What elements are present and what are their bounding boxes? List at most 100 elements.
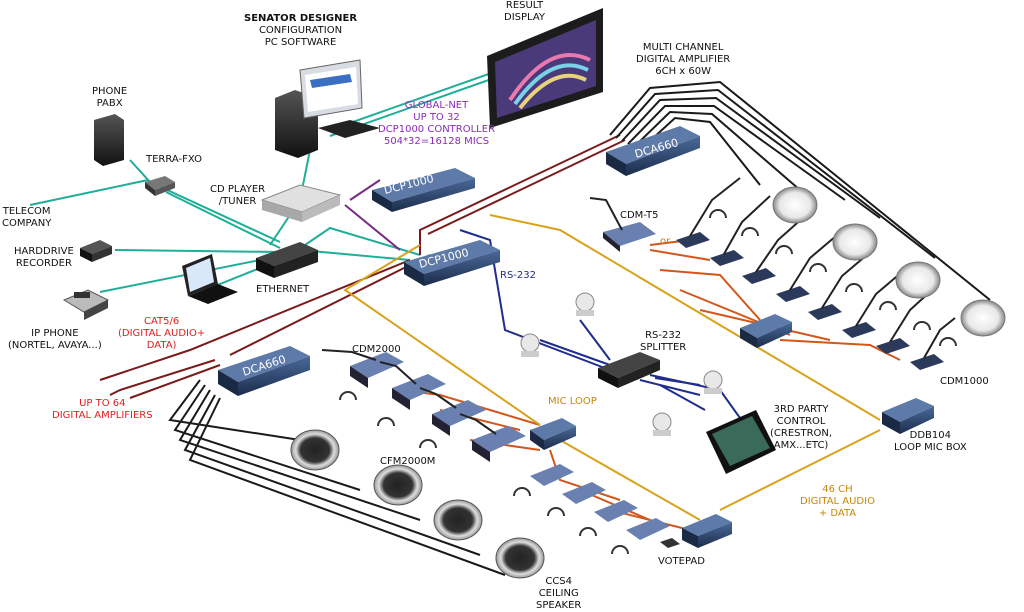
- ip-phone-icon: [62, 289, 110, 320]
- party-line2: CONTROL: [776, 416, 826, 427]
- ceiling-speakers-left: [290, 429, 545, 579]
- upto-line1: UP TO 64: [79, 398, 126, 409]
- splitter-label: RS-232 SPLITTER: [640, 330, 686, 354]
- bottom-junction-box: [682, 514, 732, 548]
- cdm2000-label: CDM2000: [352, 344, 401, 355]
- dca660-top-unit: DCA660: [606, 126, 700, 176]
- laptop-icon: [182, 254, 238, 304]
- cat-line1: CAT5/6: [143, 316, 180, 327]
- ceiling-speakers-right: [772, 186, 1006, 337]
- or-label: or: [660, 236, 671, 247]
- headphones-left: [339, 391, 629, 555]
- telecom-line1: TELECOM: [2, 206, 51, 217]
- cdm1000-label: CDM1000: [940, 376, 989, 387]
- cat-label: CAT5/6 (DIGITAL AUDIO+ DATA): [118, 316, 205, 352]
- votepad-label: VOTEPAD: [658, 556, 705, 567]
- ddb104-icon: [882, 398, 934, 434]
- cdm-t5-label: CDM-T5: [620, 210, 659, 221]
- terra-fxo-label: TERRA-FXO: [146, 154, 202, 165]
- ccs4-label: CCS4 CEILING SPEAKER: [536, 576, 581, 612]
- up-to-64-label: UP TO 64 DIGITAL AMPLIFIERS: [52, 398, 153, 422]
- global-line1: GLOBAL-NET: [404, 100, 469, 111]
- senator-label: SENATOR DESIGNER CONFIGURATION PC SOFTWA…: [244, 13, 357, 49]
- amplifier-label: MULTI CHANNEL DIGITAL AMPLIFIER 6CH x 60…: [636, 42, 730, 78]
- ch46-line3: + DATA: [818, 508, 857, 519]
- party-line1: 3RD PARTY: [773, 404, 829, 415]
- result-display-icon: [487, 8, 603, 128]
- control-tablet-icon: [706, 410, 776, 474]
- cd-line1: CD PLAYER: [210, 184, 266, 195]
- ddb-line1: DDB104: [909, 430, 952, 441]
- result-line2: DISPLAY: [504, 12, 546, 23]
- ccs-line2: CEILING: [538, 588, 579, 599]
- result-line1: RESULT: [505, 0, 544, 11]
- rs232-splitter-icon: [598, 352, 660, 388]
- splitter-line2: SPLITTER: [640, 342, 687, 353]
- rs232-label: RS-232: [500, 270, 536, 281]
- terra-fxo-icon: [145, 176, 175, 196]
- upto-line2: DIGITAL AMPLIFIERS: [52, 410, 153, 421]
- cd-player-label: CD PLAYER /TUNER: [210, 184, 265, 208]
- camera-icon-1: [575, 292, 595, 316]
- ip-phone-label: IP PHONE (NORTEL, AVAYA...): [8, 328, 102, 352]
- gooseneck-mics-left: [321, 349, 497, 435]
- result-display-label: RESULT DISPLAY: [504, 0, 545, 24]
- harddrive-label: HARDDRIVE RECORDER: [14, 246, 74, 270]
- black-speaker-cables: [168, 80, 991, 576]
- senator-line2: CONFIGURATION: [258, 25, 343, 36]
- global-line4: 504*32=16128 MICS: [383, 136, 490, 147]
- phone-pabx-label: PHONE PABX: [92, 86, 127, 110]
- right-junction-boxes: [740, 314, 792, 348]
- darkred-cables: [99, 134, 626, 399]
- ddb104-label: DDB104 LOOP MIC BOX: [894, 430, 967, 454]
- telecom-line2: COMPANY: [2, 218, 52, 229]
- cd-player-icon: [260, 184, 342, 222]
- amp-line1: MULTI CHANNEL: [642, 42, 724, 53]
- cat-line2: (DIGITAL AUDIO+: [118, 328, 206, 339]
- phone-line2: PABX: [96, 98, 123, 109]
- cd-line2: /TUNER: [218, 196, 257, 207]
- camera-icon-4: [652, 412, 672, 436]
- senator-line3: PC SOFTWARE: [264, 37, 337, 48]
- amp-line3: 6CH x 60W: [655, 66, 712, 77]
- mic-loop-box-icon: [530, 418, 576, 450]
- ch46-label: 46 CH DIGITAL AUDIO + DATA: [800, 484, 875, 520]
- global-net-label: GLOBAL-NET UP TO 32 DCP1000 CONTROLLER 5…: [378, 100, 495, 148]
- votepad-icon: [660, 538, 680, 548]
- pc-workstation-icon: [275, 59, 380, 158]
- ethernet-label: ETHERNET: [256, 284, 310, 295]
- hdd-line2: RECORDER: [15, 258, 72, 269]
- global-line3: DCP1000 CONTROLLER: [378, 124, 496, 135]
- hdd-line1: HARDDRIVE: [14, 246, 74, 257]
- third-party-label: 3RD PARTY CONTROL (CRESTRON, AMX...ETC): [770, 404, 832, 452]
- camera-icon-3: [703, 370, 723, 394]
- ipphone-line2: (NORTEL, AVAYA...): [8, 340, 102, 351]
- phone-line1: PHONE: [92, 86, 128, 97]
- telecom-label: TELECOM COMPANY: [2, 206, 51, 230]
- senator-title: SENATOR DESIGNER: [244, 13, 358, 24]
- phone-pabx-icon: [94, 114, 124, 166]
- cdm-t5-icon: [589, 197, 656, 252]
- cdm1000-units: [676, 232, 944, 370]
- ch46-line1: 46 CH: [822, 484, 853, 495]
- ethernet-switch-icon: [256, 242, 318, 278]
- global-line2: UP TO 32: [413, 112, 460, 123]
- mic-loop-label: MIC LOOP: [548, 396, 597, 407]
- party-line4: AMX...ETC): [773, 440, 829, 451]
- ccs-line3: SPEAKER: [536, 600, 582, 611]
- harddrive-recorder-icon: [80, 240, 112, 262]
- purple-cable: [344, 179, 401, 251]
- ddb-line2: LOOP MIC BOX: [894, 442, 967, 453]
- ipphone-line1: IP PHONE: [31, 328, 79, 339]
- lower-mic-units: [530, 464, 670, 540]
- party-line3: (CRESTRON,: [770, 428, 833, 439]
- cfm2000m-label: CFM2000M: [380, 456, 436, 467]
- camera-icon-2: [520, 333, 540, 357]
- cat-line3: DATA): [146, 340, 177, 351]
- dcp1000-top-unit: DCP1000: [372, 168, 475, 212]
- headphones-right: [709, 209, 957, 347]
- dca660-left-unit: DCA660: [218, 346, 310, 396]
- ccs-line1: CCS4: [545, 576, 573, 587]
- splitter-line1: RS-232: [645, 330, 682, 341]
